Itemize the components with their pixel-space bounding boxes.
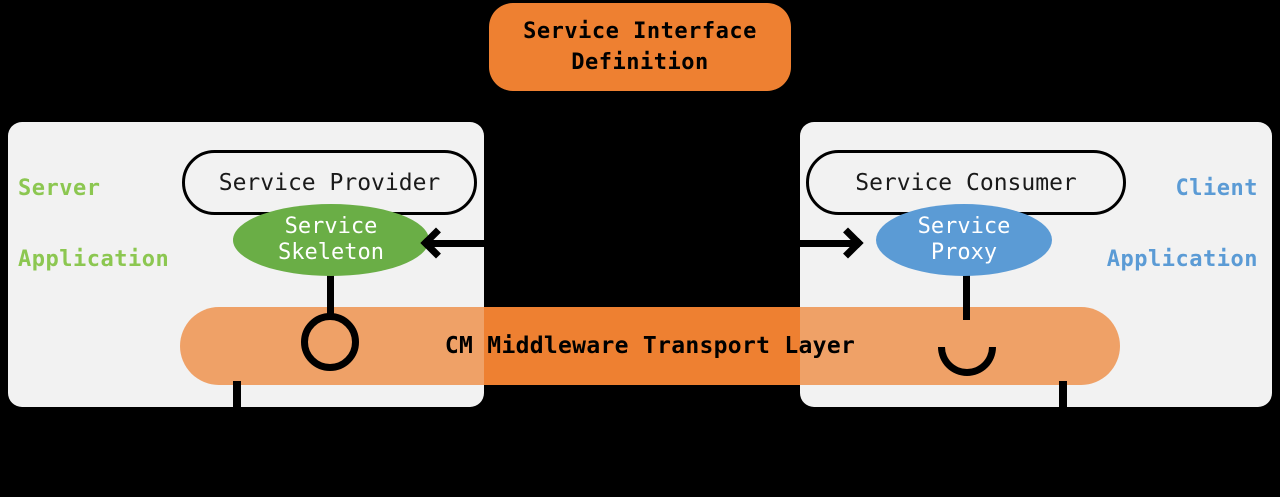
service-skeleton-label-1: Service: [284, 213, 378, 239]
service-consumer-label: Service Consumer: [855, 169, 1077, 196]
client-application-label: Application: [1106, 247, 1258, 272]
transport-stub-left: [233, 381, 241, 409]
server-label: Server: [18, 176, 101, 201]
title-line-2: Definition: [571, 49, 709, 75]
service-proxy-label-2: Proxy: [930, 239, 998, 265]
skeleton-connector-stem: [327, 258, 334, 320]
transport-stub-right: [1059, 381, 1067, 409]
service-proxy-label-1: Service: [917, 213, 1011, 239]
title-line-1: Service Interface: [523, 19, 757, 45]
service-provider-label: Service Provider: [218, 169, 441, 196]
server-application-label: Application: [18, 247, 170, 272]
service-interface-definition-box: Service Interface Definition: [489, 3, 791, 91]
service-skeleton-ellipse: Service Skeleton: [233, 204, 429, 276]
proxy-connector-stem: [963, 258, 970, 320]
arrow-right-icon: [798, 240, 856, 247]
transport-bar-center: [484, 307, 800, 385]
service-proxy-ellipse: Service Proxy: [876, 204, 1052, 276]
service-skeleton-label-2: Skeleton: [278, 239, 384, 265]
client-label: Client: [1175, 176, 1258, 201]
arrow-left-icon: [428, 240, 486, 247]
socket-circle-icon: [301, 313, 359, 371]
